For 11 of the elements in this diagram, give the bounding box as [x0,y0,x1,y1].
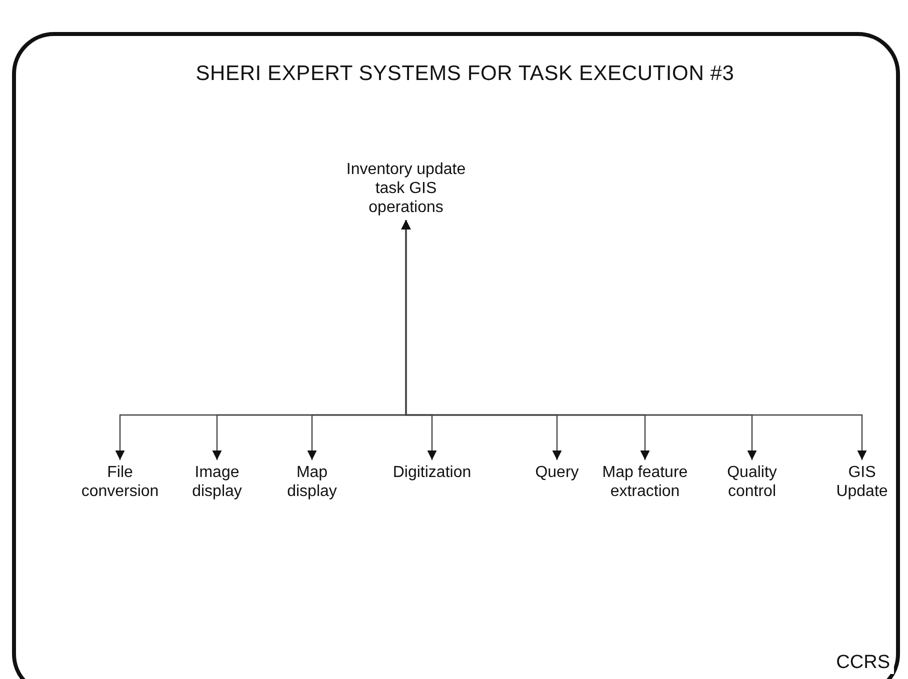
operation-label: Map display [272,463,352,501]
connector-arrow [401,220,867,460]
operation-label: File conversion [70,463,170,501]
operation-label: Query [522,463,592,482]
operation-label: Image display [172,463,262,501]
operation-label: Map feature extraction [595,463,695,501]
operation-label: GIS Update [822,463,902,501]
title: SHERI EXPERT SYSTEMS FOR TASK EXECUTION #3 [194,62,736,86]
operation-label: Digitization [377,463,487,482]
operation-label: Quality control [712,463,792,501]
root-task-label: Inventory update task GIS operations [341,160,471,217]
